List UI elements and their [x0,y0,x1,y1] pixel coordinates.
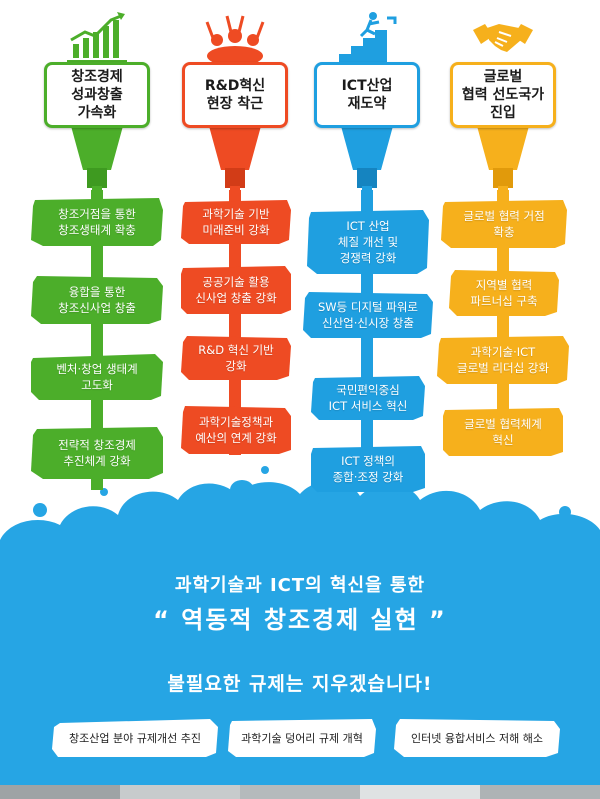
list-item: 벤처·창업 생태계 고도화 [29,352,165,402]
list-item: SW등 디지털 파워로 신산업·신시장 창출 [301,290,435,340]
paint-drip [91,190,103,490]
handshake-icon [473,24,533,52]
paint-drop [230,480,254,500]
paint-drop [559,506,571,518]
paint-drop [305,491,321,505]
column-4: 글로벌 협력 선도국가 진입 글로벌 협력 거점 확충 지역별 협력 파트너십 … [433,0,573,500]
column-header: 창조경제 성과창출 가속화 [44,62,150,128]
banner-1: 창조산업 분야 규제개선 추진 [50,717,220,759]
paint-drop [261,466,269,474]
column-header: R&D혁신 현장 착근 [182,62,288,128]
growth-chart-people-icon [67,12,127,63]
column-header: ICT산업 재도약 [314,62,420,128]
paint-drip [229,190,241,455]
list-item: 글로벌 협력 거점 확충 [439,198,569,250]
list-item: 공공기술 활용 신사업 창출 강화 [179,264,293,316]
bottom-stripe [0,785,600,799]
paint-tube-neck [477,126,529,196]
paint-drop [33,503,47,517]
list-item: 융합을 통한 창조신사업 창출 [29,274,165,326]
slogan-pledge: 불필요한 규제는 지우겠습니다! [167,673,433,695]
list-item: 과학기술정책과 예산의 연계 강화 [179,404,293,456]
paint-drop [100,488,108,496]
paint-tube-neck [71,126,123,196]
list-item: R&D 혁신 기반 강화 [179,334,293,382]
paint-cloud [0,481,600,799]
slogan-title: “ 역동적 창조경제 실현 ” [153,606,447,634]
list-item: 과학기술·ICT 글로벌 리더십 강화 [435,334,571,386]
crowd-cheering-icon [205,15,265,66]
list-item: ICT 산업 체질 개선 및 경쟁력 강화 [305,208,431,276]
list-item: 창조거점을 통한 창조생태계 확충 [29,196,165,248]
list-item: 과학기술 기반 미래준비 강화 [179,198,293,246]
list-item: 지역별 협력 파트너십 구축 [447,268,561,318]
paint-tube-neck [209,126,261,196]
list-item: 국민편익중심 ICT 서비스 혁신 [309,374,427,422]
banner-3: 인터넷 융합서비스 저해 해소 [392,717,562,759]
slogan-subtitle: 과학기술과 ICT의 혁신을 통한 [174,575,426,596]
banner-2: 과학기술 덩어리 규제 개혁 [226,717,378,759]
list-item: 글로벌 협력체계 혁신 [441,406,565,458]
column-header: 글로벌 협력 선도국가 진입 [450,62,556,128]
column-3: ICT산업 재도약 ICT 산업 체질 개선 및 경쟁력 강화 SW등 디지털 … [297,0,437,500]
list-item: ICT 정책의 종합·조정 강화 [309,444,427,494]
column-1: 창조경제 성과창출 가속화 창조거점을 통한 창조생태계 확충 융합을 통한 창… [27,0,167,500]
list-item: 전략적 창조경제 추진체계 강화 [29,425,165,481]
column-2: R&D혁신 현장 착근 과학기술 기반 미래준비 강화 공공기술 활용 신사업 … [165,0,305,500]
stair-climber-icon [339,12,397,62]
paint-tube-neck [341,126,393,196]
